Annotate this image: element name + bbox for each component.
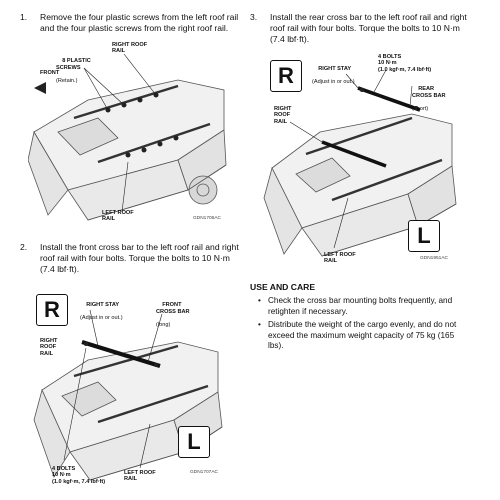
figure-code: GDN1706AC — [193, 216, 221, 221]
figure-1-roof-screws: 8 PLASTIC SCREWS (Retain.) RIGHT ROOF RA… — [28, 40, 228, 230]
right-stay-label: RIGHT STAY (Adjust in or out.) — [312, 66, 355, 86]
step-text: Install the rear cross bar to the left r… — [270, 12, 467, 44]
use-and-care-heading: USE AND CARE — [250, 282, 316, 292]
left-side-badge: L — [178, 426, 210, 458]
list-item: Distribute the weight of the cargo evenl… — [258, 320, 468, 352]
vehicle-roof-illustration — [28, 53, 227, 221]
left-side-badge: L — [408, 220, 440, 252]
bolts-torque-label: 4 BOLTS 10 N·m (1.0 kgf·m, 7.4 lbf·ft) — [378, 54, 432, 73]
left-roof-rail-label: LEFT ROOF RAIL — [124, 470, 156, 483]
right-roof-rail-label: RIGHT ROOF RAIL — [40, 338, 58, 357]
left-roof-rail-label: LEFT ROOF RAIL — [102, 210, 134, 223]
right-stay-label: RIGHT STAY (Adjust in or out.) — [80, 302, 123, 322]
vehicle-front-bar-illustration — [33, 309, 223, 481]
step-3: 3. Install the rear cross bar to the lef… — [250, 12, 480, 46]
step-number: 3. — [250, 12, 258, 22]
step-text: Install the front cross bar to the left … — [40, 242, 239, 274]
plastic-screws-label: 8 PLASTIC SCREWS (Retain.) — [56, 58, 91, 84]
list-item: Check the cross bar mounting bolts frequ… — [258, 296, 468, 317]
figure-code: GDN1951AC — [420, 256, 448, 261]
vehicle-rear-bar-illustration — [263, 69, 457, 257]
right-roof-rail-label: RIGHT ROOF RAIL — [274, 106, 292, 125]
figure-3-rear-cross-bar: R L RIGHT STAY (Adjust in or out.) 4 BOL… — [262, 54, 462, 266]
step-number: 2. — [20, 242, 28, 252]
rear-cross-bar-label: REAR CROSS BAR (short) — [412, 86, 446, 112]
step-1: 1. Remove the four plastic screws from t… — [20, 12, 240, 36]
figure-2-front-cross-bar: R L RIGHT STAY (Adjust in or out.) FRONT… — [32, 292, 228, 490]
right-side-badge: R — [36, 294, 68, 326]
step-2: 2. Install the front cross bar to the le… — [20, 242, 240, 276]
figure-code: GDN1707AC — [190, 470, 218, 475]
right-side-badge: R — [270, 60, 302, 92]
right-roof-rail-label: RIGHT ROOF RAIL — [112, 42, 148, 55]
use-and-care-list: Check the cross bar mounting bolts frequ… — [258, 296, 468, 355]
step-number: 1. — [20, 12, 28, 22]
front-direction-label: FRONT — [40, 70, 60, 76]
left-roof-rail-label: LEFT ROOF RAIL — [324, 252, 356, 265]
front-cross-bar-label: FRONT CROSS BAR (long) — [156, 302, 190, 328]
step-text: Remove the four plastic screws from the … — [40, 12, 239, 33]
bolts-torque-label: 4 BOLTS 10 N·m (1.0 kgf·m, 7.4 lbf·ft) — [52, 466, 106, 485]
